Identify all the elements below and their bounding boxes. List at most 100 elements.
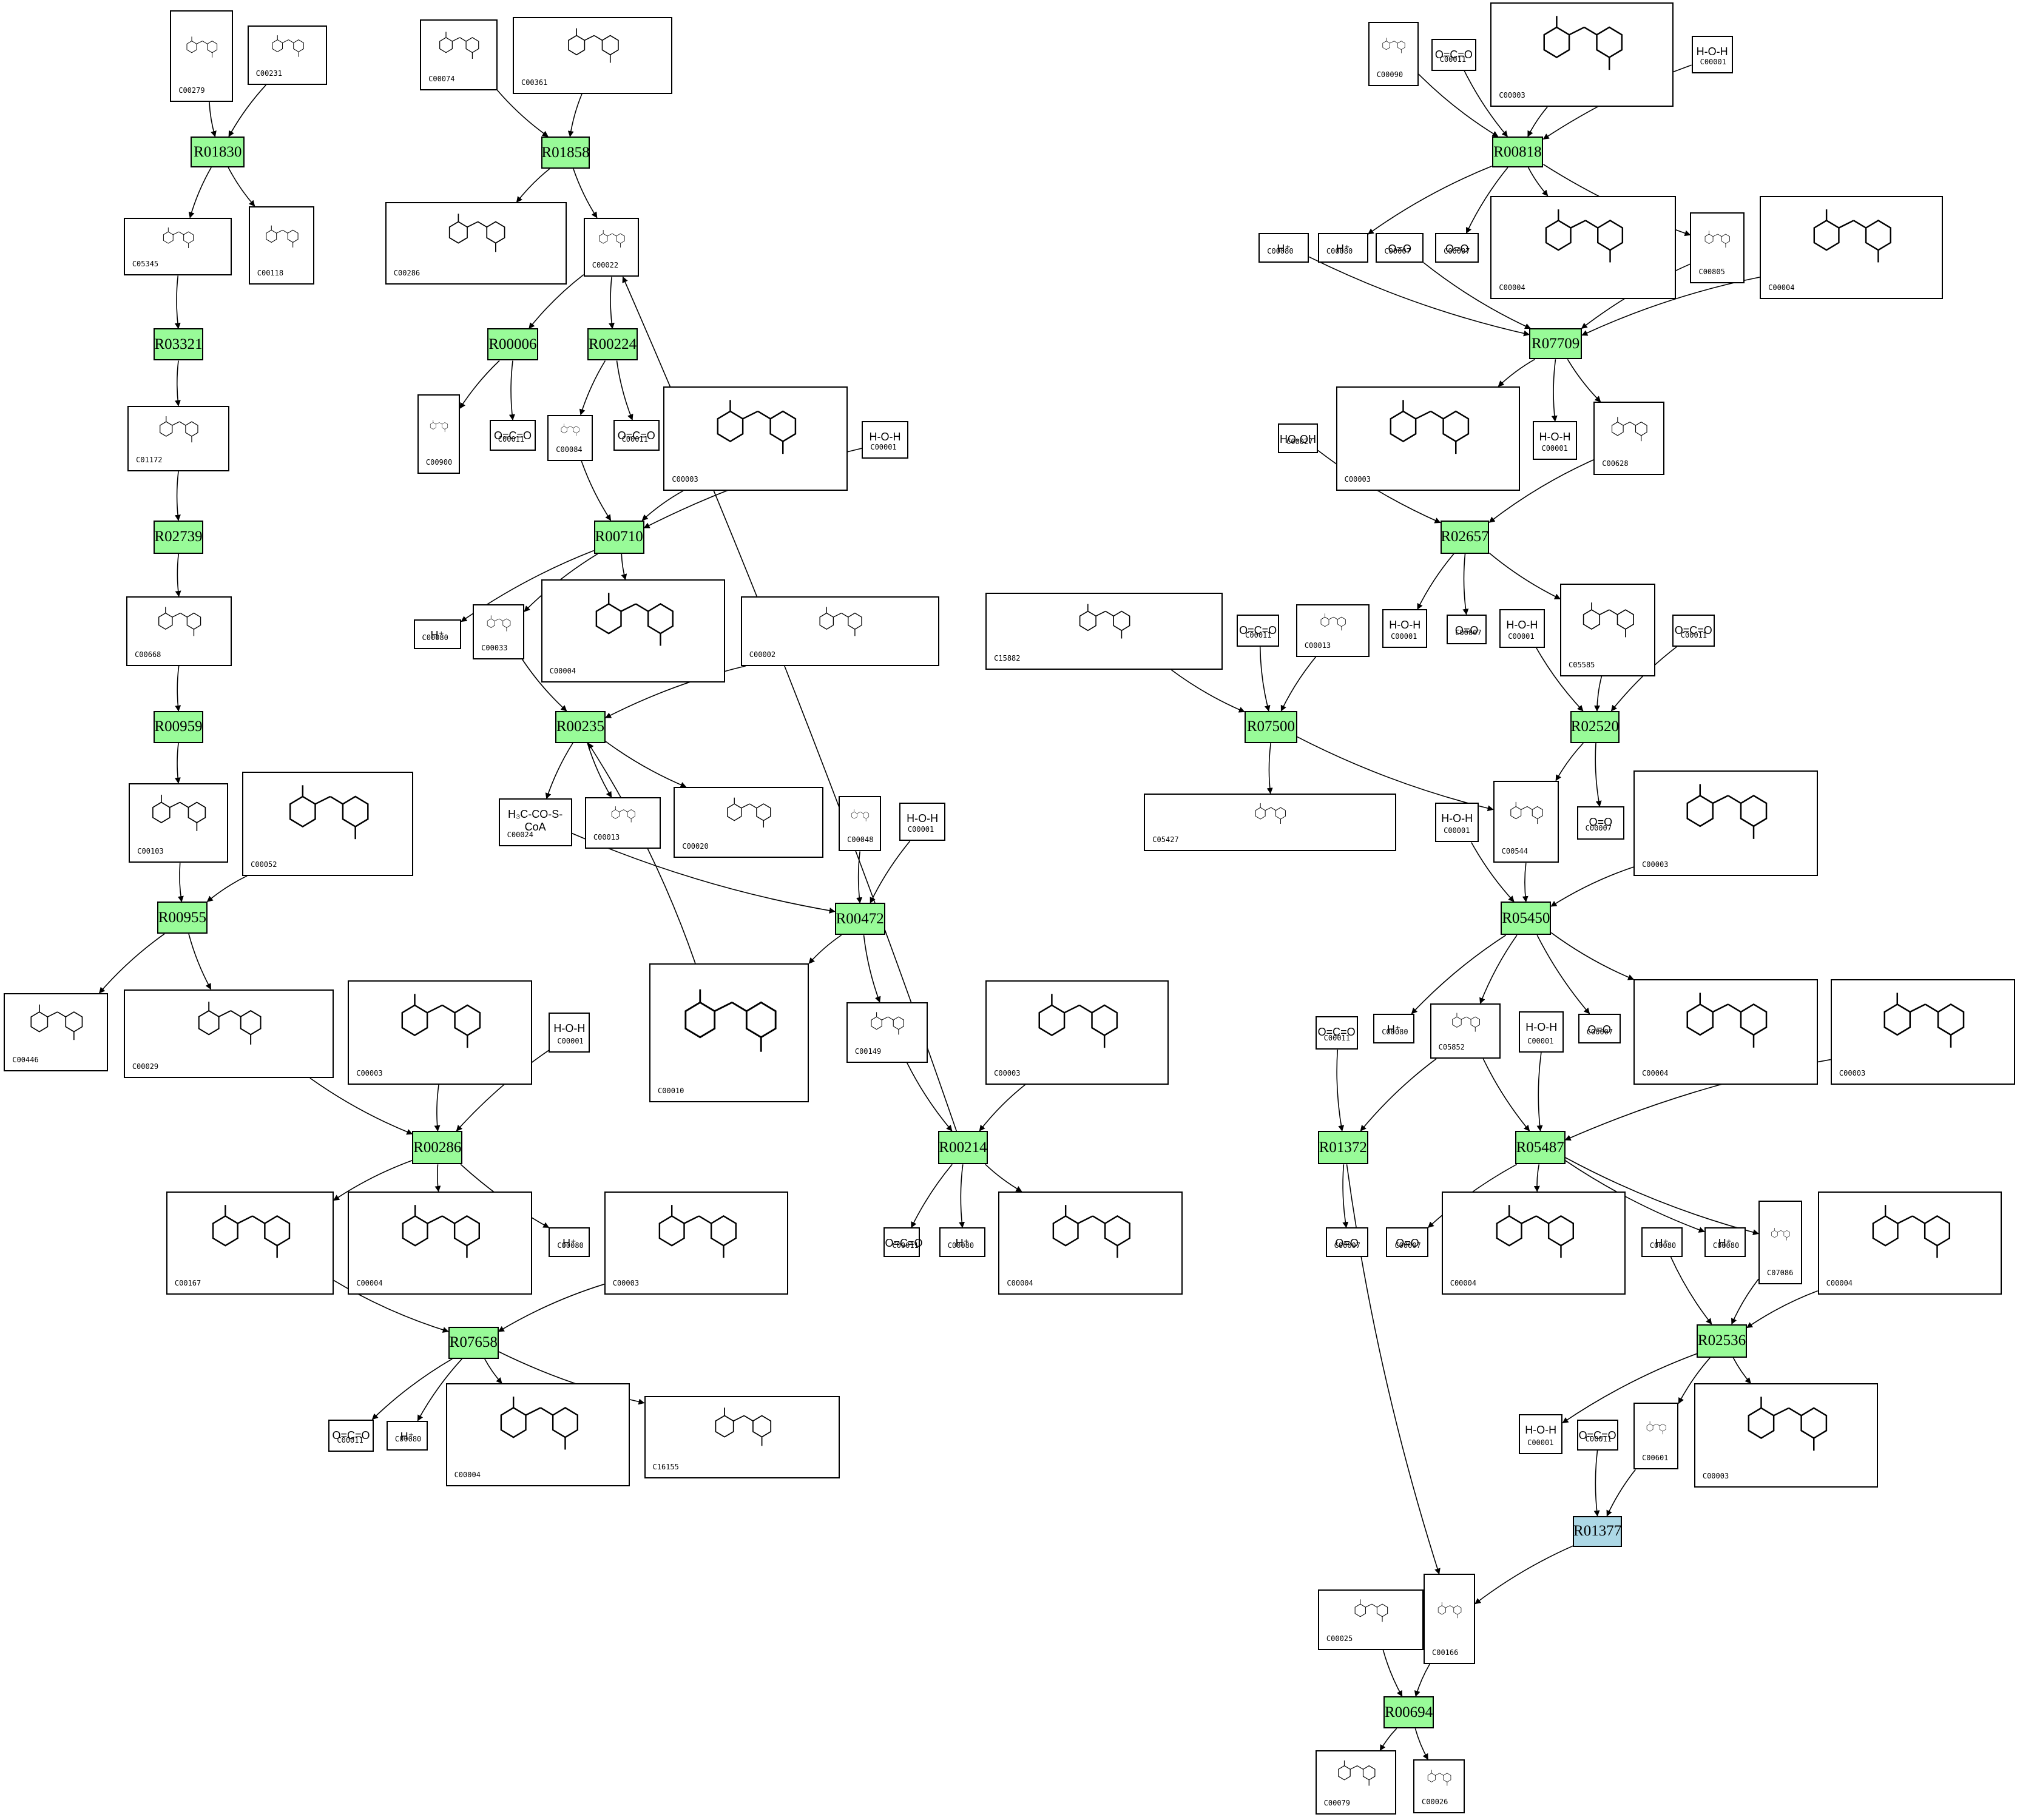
compound-node[interactable]: C00805 <box>1690 212 1745 284</box>
reaction-node[interactable]: R00006 <box>487 328 539 361</box>
reaction-node[interactable]: R07500 <box>1244 710 1297 743</box>
compound-node[interactable]: C00079 <box>1315 1750 1397 1815</box>
reaction-node[interactable]: R00710 <box>593 520 644 554</box>
reaction-node[interactable]: R00959 <box>153 710 204 743</box>
compound-node[interactable]: C05852 <box>1430 1003 1501 1059</box>
compound-node[interactable]: C00026 <box>1413 1759 1465 1814</box>
compound-node[interactable]: C00022 <box>583 217 640 277</box>
compound-node[interactable]: C00004 <box>1633 979 1818 1085</box>
compound-node[interactable]: C00279 <box>170 10 234 102</box>
compound-node[interactable]: H⁺C00080 <box>1641 1227 1683 1258</box>
reaction-node[interactable]: R00694 <box>1383 1696 1434 1729</box>
compound-node[interactable]: C00003 <box>985 980 1169 1085</box>
reaction-node[interactable]: R02739 <box>153 520 204 554</box>
compound-node[interactable]: C00010 <box>649 963 809 1103</box>
compound-node[interactable]: C00628 <box>1593 402 1665 476</box>
compound-node[interactable]: H⁺C00080 <box>1317 233 1368 263</box>
compound-node[interactable]: C00004 <box>445 1383 630 1487</box>
reaction-node[interactable]: R07658 <box>448 1326 499 1359</box>
compound-node[interactable]: C00004 <box>1760 195 1943 299</box>
reaction-node[interactable]: R05450 <box>1501 902 1552 935</box>
compound-node[interactable]: H⁺C00080 <box>1258 233 1309 263</box>
compound-node[interactable]: C00286 <box>385 202 567 285</box>
reaction-node[interactable]: R00214 <box>937 1131 988 1165</box>
reaction-node[interactable]: R00955 <box>157 902 208 934</box>
compound-node[interactable]: C00003 <box>1336 386 1521 491</box>
compound-node[interactable]: C00052 <box>242 771 414 876</box>
compound-node[interactable]: C00084 <box>547 414 593 462</box>
compound-node[interactable]: C00004 <box>541 579 726 683</box>
compound-node[interactable]: C00118 <box>248 206 315 285</box>
reaction-node[interactable]: R01830 <box>191 136 245 167</box>
compound-node[interactable]: H⁺C00080 <box>549 1227 590 1258</box>
compound-node[interactable]: H⁺C00080 <box>1373 1013 1415 1043</box>
compound-node[interactable]: C01172 <box>127 405 229 472</box>
compound-node[interactable]: C00013 <box>1295 604 1370 657</box>
compound-node[interactable]: C00601 <box>1633 1403 1679 1470</box>
compound-node[interactable]: C00004 <box>348 1191 532 1295</box>
compound-node[interactable]: C00149 <box>846 1002 928 1063</box>
reaction-node[interactable]: R01372 <box>1317 1131 1368 1165</box>
reaction-node[interactable]: R02536 <box>1697 1324 1747 1358</box>
compound-node[interactable]: C00004 <box>1817 1191 2002 1295</box>
reaction-node[interactable]: R01858 <box>541 136 590 169</box>
reaction-node[interactable]: R02657 <box>1440 520 1490 554</box>
compound-node[interactable]: H⁺C00080 <box>413 619 462 650</box>
compound-node[interactable]: C00231 <box>247 25 328 86</box>
reaction-node[interactable]: R03321 <box>153 328 204 361</box>
compound-node[interactable]: C07086 <box>1758 1200 1803 1284</box>
compound-node[interactable]: C00668 <box>126 596 232 666</box>
compound-node[interactable]: C00003 <box>663 386 848 491</box>
compound-node[interactable]: C00003 <box>1633 770 1818 876</box>
compound-node[interactable]: C00020 <box>674 787 823 858</box>
reaction-node[interactable]: R05487 <box>1515 1131 1566 1165</box>
compound-node[interactable]: C00361 <box>512 16 673 94</box>
reaction-node[interactable]: R00818 <box>1491 136 1544 167</box>
compound-node[interactable]: C00003 <box>1830 979 2015 1085</box>
compound-node[interactable]: C00166 <box>1424 1574 1475 1665</box>
compound-node[interactable]: C00048 <box>839 796 882 852</box>
reaction-node[interactable]: R00224 <box>587 328 638 361</box>
reaction-node[interactable]: R07709 <box>1529 328 1583 360</box>
compound-node[interactable]: C15882 <box>985 592 1223 670</box>
reaction-node[interactable]: R00235 <box>555 710 606 743</box>
compound-node[interactable]: C00002 <box>740 596 939 666</box>
compound-node[interactable]: C05585 <box>1560 583 1656 676</box>
compound-node[interactable]: C00033 <box>473 604 525 659</box>
compound-node[interactable]: C00004 <box>1441 1191 1626 1295</box>
reaction-node[interactable]: R02520 <box>1570 710 1620 743</box>
compound-node[interactable]: C00103 <box>129 783 228 863</box>
compound-node[interactable]: C00003 <box>348 980 532 1085</box>
compound-node[interactable]: C00074 <box>420 19 498 90</box>
compound-node[interactable]: C00003 <box>604 1191 789 1295</box>
compound-node[interactable]: C16155 <box>644 1396 840 1479</box>
compound-node[interactable]: C05345 <box>123 217 232 276</box>
compound-node[interactable]: C00003 <box>1490 2 1674 107</box>
compound-node[interactable]: C00167 <box>166 1191 334 1295</box>
compound-node[interactable]: C00025 <box>1317 1589 1424 1650</box>
compound-node[interactable]: C00004 <box>1490 195 1677 299</box>
